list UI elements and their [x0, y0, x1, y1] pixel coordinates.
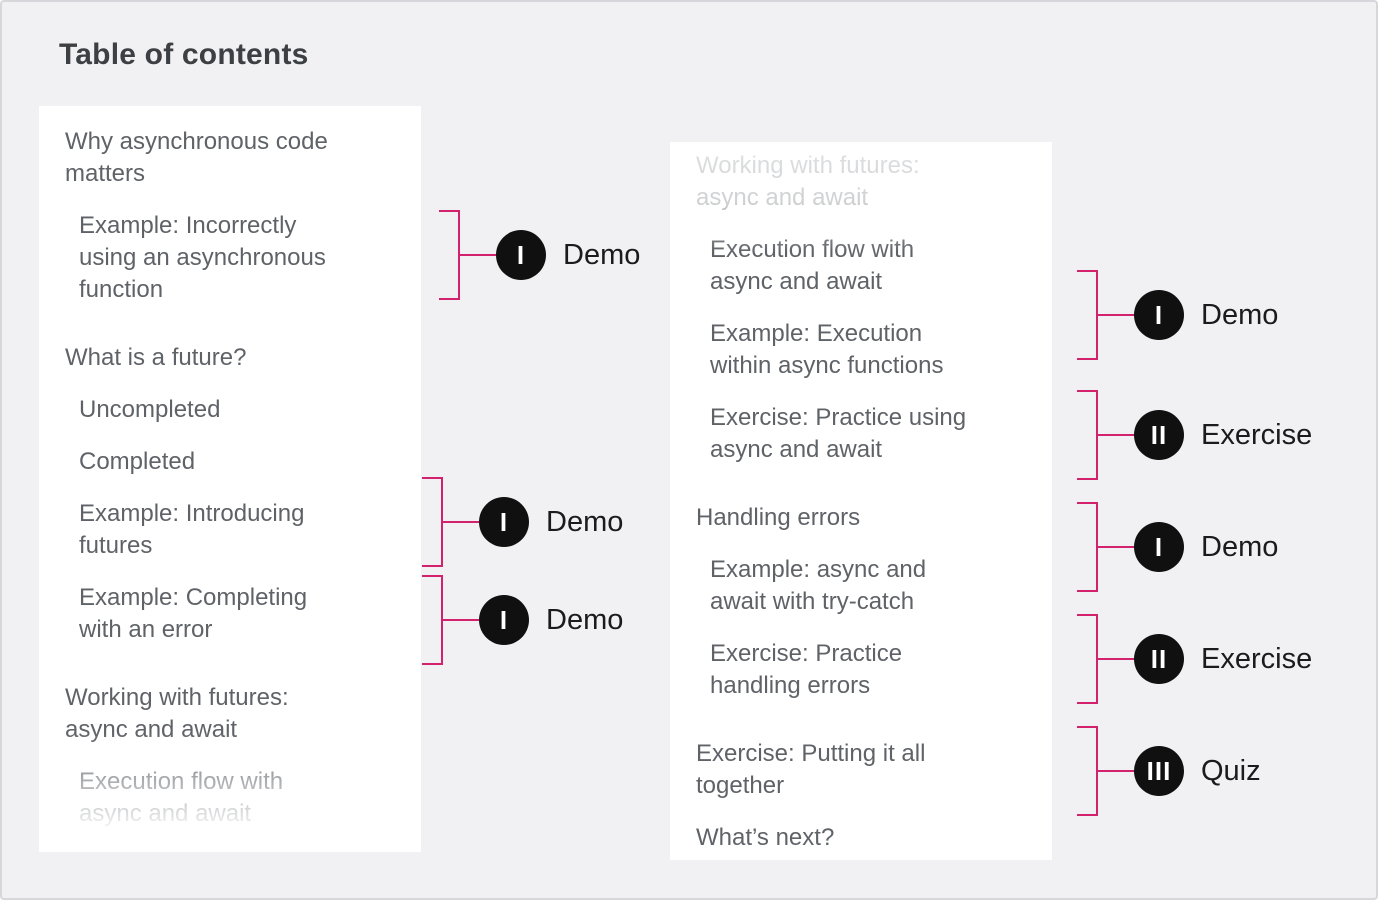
- badge-numeral: III: [1146, 755, 1172, 786]
- bracket: [1077, 390, 1098, 480]
- annotation-left-2: I Demo: [422, 477, 623, 567]
- toc-item[interactable]: Completed: [79, 448, 196, 475]
- connector-line: [1098, 546, 1134, 548]
- toc-item[interactable]: Example: Introducing futures: [79, 500, 305, 559]
- step-badge: I: [496, 230, 546, 280]
- badge-numeral: I: [1154, 531, 1164, 562]
- annotation-label: Demo: [1201, 298, 1279, 331]
- toc-item[interactable]: Uncompleted: [79, 396, 221, 423]
- connector-line: [443, 521, 479, 523]
- step-badge: II: [1134, 634, 1184, 684]
- toc-item[interactable]: Execution flow with async and await: [710, 236, 915, 295]
- annotation-right-2: II Exercise: [1077, 390, 1312, 480]
- annotation-left-3: I Demo: [422, 575, 623, 665]
- annotation-label: Exercise: [1201, 418, 1313, 451]
- toc-item[interactable]: Example: Incorrectly using an asynchrono…: [79, 212, 326, 303]
- annotation-right-3: I Demo: [1077, 502, 1278, 592]
- badge-numeral: I: [1154, 299, 1164, 330]
- badge-numeral: I: [499, 604, 509, 635]
- badge-numeral: II: [1150, 643, 1168, 674]
- bracket: [1077, 614, 1098, 704]
- connector-line: [1098, 770, 1134, 772]
- toc-item[interactable]: Example: async and await with try-catch: [710, 556, 927, 615]
- page-title: Table of contents: [59, 38, 309, 71]
- annotation-label: Demo: [563, 238, 641, 271]
- toc-item[interactable]: What’s next?: [696, 824, 835, 851]
- step-badge: I: [479, 497, 529, 547]
- bracket: [1077, 726, 1098, 816]
- toc-panel-right: Working with futures: async and await Ex…: [670, 142, 1052, 860]
- toc-item[interactable]: Example: Execution: [39, 850, 421, 852]
- bracket: [1077, 502, 1098, 592]
- annotation-label: Demo: [546, 603, 624, 636]
- annotation-right-5: III Quiz: [1077, 726, 1261, 816]
- connector-line: [1098, 658, 1134, 660]
- annotation-right-1: I Demo: [1077, 270, 1278, 360]
- badge-numeral: II: [1150, 419, 1168, 450]
- connector-line: [460, 254, 496, 256]
- toc-item[interactable]: Example: Execution within async function…: [710, 320, 944, 379]
- toc-item[interactable]: Exercise: Practice using async and await: [710, 404, 967, 463]
- toc-item[interactable]: What is a future?: [65, 344, 247, 371]
- connector-line: [443, 619, 479, 621]
- bracket: [422, 477, 443, 567]
- step-badge: II: [1134, 410, 1184, 460]
- step-badge: I: [1134, 522, 1184, 572]
- step-badge: I: [479, 595, 529, 645]
- annotation-right-4: II Exercise: [1077, 614, 1312, 704]
- toc-item[interactable]: Why asynchronous code matters: [65, 128, 328, 187]
- toc-item[interactable]: Execution flow with async and await: [79, 768, 284, 827]
- toc-item[interactable]: Working with futures: async and await: [65, 684, 289, 743]
- annotation-label: Quiz: [1201, 754, 1261, 787]
- annotation-left-1: I Demo: [439, 210, 640, 300]
- toc-item[interactable]: Working with futures: async and await: [696, 152, 920, 211]
- bracket: [439, 210, 460, 300]
- toc-item[interactable]: Example: Completing with an error: [79, 584, 308, 643]
- bracket: [422, 575, 443, 665]
- badge-numeral: I: [499, 506, 509, 537]
- annotation-label: Exercise: [1201, 642, 1313, 675]
- bracket: [1077, 270, 1098, 360]
- toc-item[interactable]: Exercise: Putting it all together: [696, 740, 926, 799]
- toc-item[interactable]: Exercise: Practice handling errors: [710, 640, 903, 699]
- toc-panel-left: Why asynchronous code matters Example: I…: [39, 106, 421, 852]
- connector-line: [1098, 314, 1134, 316]
- step-badge: I: [1134, 290, 1184, 340]
- toc-item[interactable]: Handling errors: [696, 504, 861, 531]
- connector-line: [1098, 434, 1134, 436]
- annotation-label: Demo: [1201, 530, 1279, 563]
- annotation-label: Demo: [546, 505, 624, 538]
- step-badge: III: [1134, 746, 1184, 796]
- badge-numeral: I: [516, 239, 526, 270]
